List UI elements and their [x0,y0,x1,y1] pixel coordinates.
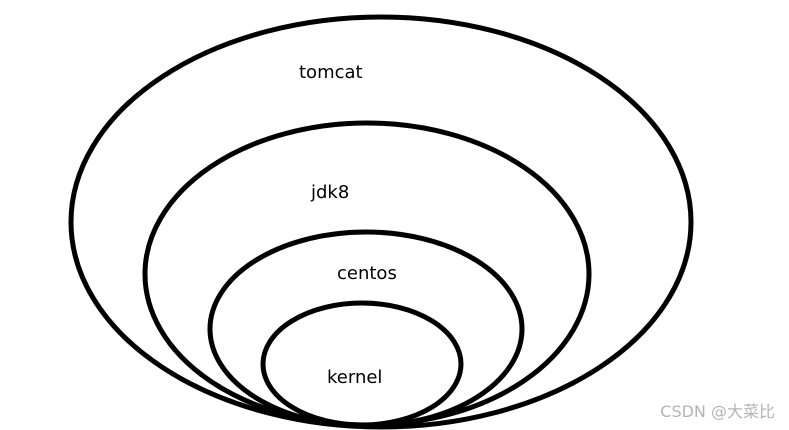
layer-label-kernel: kernel [327,367,382,388]
layer-ring-tomcat [68,14,694,430]
watermark: CSDN @大菜比 [660,402,775,421]
layer-label-centos: centos [337,263,397,284]
layer-ring-centos [207,229,525,429]
layer-label-jdk8: jdk8 [310,182,349,203]
layer-label-tomcat: tomcat [299,62,363,83]
layer-ring-kernel [260,300,464,428]
